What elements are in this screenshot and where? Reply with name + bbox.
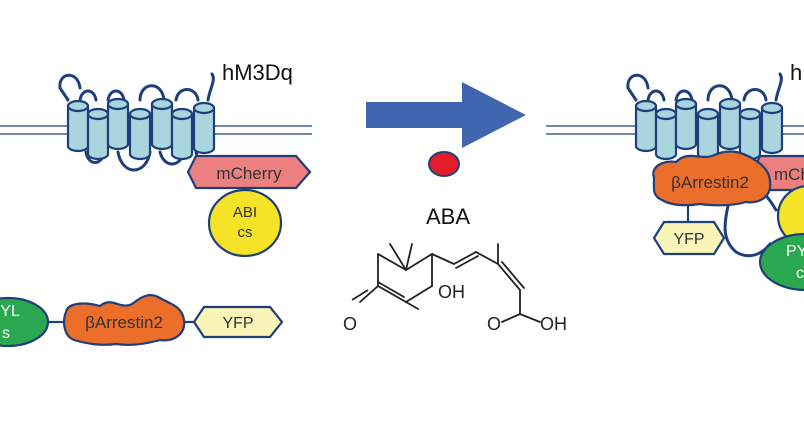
receptor-label: hM3Dq (222, 60, 293, 85)
mcherry-label: mCherry (216, 164, 282, 183)
helix-r7-top (760, 101, 784, 115)
aba-label: ABA (426, 204, 470, 229)
aba-ketone-bond (351, 289, 369, 301)
helix-4 (128, 112, 152, 161)
receptor-label-right: h (790, 60, 802, 85)
helix-r4-top (696, 107, 720, 121)
helix-2-top (86, 107, 110, 121)
aba-structure (359, 243, 541, 323)
abi-label-line1: ABI (233, 204, 257, 221)
helix-r3-top (674, 97, 698, 111)
helix-7-top (192, 101, 216, 115)
helix-r7 (760, 106, 784, 155)
helix-r5-top (718, 97, 742, 111)
helix-1 (66, 104, 90, 153)
helix-r2-top (654, 107, 678, 121)
helix-r6 (738, 112, 762, 161)
helix-r5 (718, 102, 742, 151)
aba-acid-oh: OH (540, 314, 567, 334)
helix-4-top (128, 107, 152, 121)
helix-r1 (634, 104, 658, 153)
pyl-label-line1: YL (0, 303, 20, 320)
pyl-cs-domain-right (758, 232, 804, 292)
mcherry-label-right: mCh (774, 165, 804, 184)
helix-r6-top (738, 107, 762, 121)
helix-6 (170, 112, 194, 161)
helix-7 (192, 106, 216, 155)
yfp-tag (192, 305, 284, 339)
helix-3-top (106, 97, 130, 111)
helix-r3 (674, 102, 698, 151)
mcherry-tag (186, 154, 312, 190)
receptor-hm3dq-left (66, 97, 216, 161)
reaction-arrow (366, 82, 526, 148)
helix-3 (106, 102, 130, 151)
aba-hydroxyl: OH (438, 282, 465, 302)
helix-r1-top (634, 99, 658, 113)
abi-cs-domain (207, 188, 283, 258)
helix-6-top (170, 107, 194, 121)
aba-acid-o: O (487, 314, 501, 334)
pyl-label-line2: s (2, 325, 10, 342)
aba-ketone-o: O (343, 314, 357, 334)
helix-5 (150, 102, 174, 151)
barrestin2-label-right: βArrestin2 (671, 173, 749, 192)
yfp-label-right: YFP (673, 231, 704, 248)
helix-5-top (150, 97, 174, 111)
abi-label-line2: cs (238, 224, 253, 241)
yfp-tag-right (652, 220, 726, 256)
yfp-label: YFP (222, 315, 253, 332)
barrestin2-label: βArrestin2 (85, 313, 163, 332)
abi-cs-domain-right (776, 185, 804, 247)
barrestin2-protein-right (652, 150, 772, 207)
helix-r4 (696, 112, 720, 161)
helix-r2 (654, 112, 678, 161)
receptor-hm3dq-right (634, 97, 784, 161)
pyl-label-right-line1: PY (786, 243, 804, 260)
aba-molecule-dot (428, 151, 460, 177)
helix-2 (86, 112, 110, 161)
pyl-label-right-line2: c (796, 265, 804, 282)
barrestin2-protein (63, 294, 186, 346)
helix-1-top (66, 99, 90, 113)
